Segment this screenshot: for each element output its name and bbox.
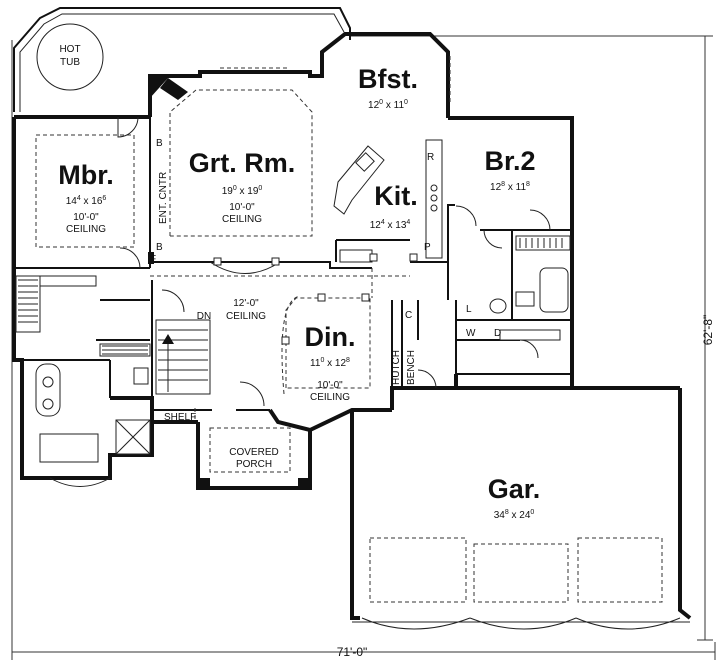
master-ceiling-label: CEILING bbox=[66, 224, 106, 235]
bench-label: BENCH bbox=[406, 350, 417, 385]
breakfast-size: 120 x 110 bbox=[368, 99, 408, 111]
shelf-label: SHELF bbox=[164, 412, 196, 423]
room-label-garage: Gar. 348 x 240 bbox=[488, 474, 541, 521]
foyer-ceiling-height: 12'-0" bbox=[233, 298, 259, 309]
bookcase-label-bottom: B bbox=[156, 242, 163, 253]
interior-walls bbox=[14, 117, 572, 411]
great-room-ceiling-height: 10'-0" bbox=[229, 202, 255, 213]
washer-label: W bbox=[466, 328, 476, 339]
great-room-size: 190 x 190 bbox=[222, 185, 263, 197]
dining-size: 110 x 128 bbox=[310, 357, 350, 369]
dimension-texts: 71'-0" 62'-8" bbox=[337, 315, 715, 659]
ceiling-outlines bbox=[35, 56, 663, 603]
exterior-walls bbox=[12, 32, 692, 620]
great-room-ceiling-label: CEILING bbox=[222, 214, 262, 225]
dryer-label: D bbox=[494, 328, 501, 339]
foyer-ceiling-label: CEILING bbox=[226, 311, 266, 322]
room-label-breakfast: Bfst. 120 x 110 bbox=[358, 64, 418, 111]
room-label-kitchen: Kit. 124 x 134 bbox=[370, 181, 418, 231]
ent-center-label: ENT. CNTR bbox=[158, 172, 169, 224]
linen-label: L bbox=[466, 304, 472, 315]
bedroom2-name: Br.2 bbox=[484, 146, 535, 176]
bay-windows bbox=[49, 261, 690, 630]
solid-elements bbox=[148, 78, 310, 488]
porch-label-2: PORCH bbox=[236, 459, 272, 470]
master-ceiling-height: 10'-0" bbox=[73, 212, 99, 223]
overall-depth: 62'-8" bbox=[701, 315, 715, 346]
overall-width: 71'-0" bbox=[337, 645, 368, 659]
garage-size: 348 x 240 bbox=[494, 509, 535, 521]
great-room-name: Grt. Rm. bbox=[189, 148, 296, 178]
pantry-label: P bbox=[424, 242, 431, 253]
refrigerator-label: R bbox=[427, 152, 434, 163]
room-label-master: Mbr. 144 x 166 10'-0" CEILING bbox=[58, 160, 114, 235]
misc-labels: 12'-0" CEILING DN COVERED PORCH SHELF HU… bbox=[150, 138, 501, 470]
hot-tub-label-1: HOT bbox=[59, 44, 80, 55]
kitchen-fixtures bbox=[333, 139, 443, 263]
bath-fixtures bbox=[35, 267, 569, 463]
dining-name: Din. bbox=[305, 322, 356, 352]
hot-tub-label-2: TUB bbox=[60, 57, 80, 68]
closet-fixtures bbox=[15, 235, 571, 357]
room-label-great-room: Grt. Rm. 190 x 190 10'-0" CEILING bbox=[189, 148, 296, 225]
closet-label: C bbox=[405, 310, 412, 321]
room-label-dining: Din. 110 x 128 10'-0" CEILING bbox=[305, 322, 356, 403]
bedroom2-size: 128 x 118 bbox=[490, 181, 530, 193]
kitchen-size: 124 x 134 bbox=[370, 219, 411, 231]
fireplace-label: F bbox=[150, 254, 156, 265]
stair-down-label: DN bbox=[197, 311, 211, 322]
master-size: 144 x 166 bbox=[66, 195, 107, 207]
master-name: Mbr. bbox=[58, 160, 114, 190]
breakfast-name: Bfst. bbox=[358, 64, 418, 94]
kitchen-name: Kit. bbox=[374, 181, 418, 211]
porch-label-1: COVERED bbox=[229, 447, 278, 458]
room-label-hot-tub: HOT TUB bbox=[59, 44, 80, 68]
dining-ceiling-label: CEILING bbox=[310, 392, 350, 403]
dining-ceiling-height: 10'-0" bbox=[317, 380, 343, 391]
garage-name: Gar. bbox=[488, 474, 541, 504]
stair bbox=[155, 319, 211, 395]
columns bbox=[213, 253, 418, 345]
door-swings bbox=[117, 116, 551, 407]
hutch-label: HUTCH bbox=[391, 350, 402, 385]
room-label-bedroom2: Br.2 128 x 118 bbox=[484, 146, 535, 193]
hot-tub-deck bbox=[13, 7, 351, 112]
bookcase-label-top: B bbox=[156, 138, 163, 149]
